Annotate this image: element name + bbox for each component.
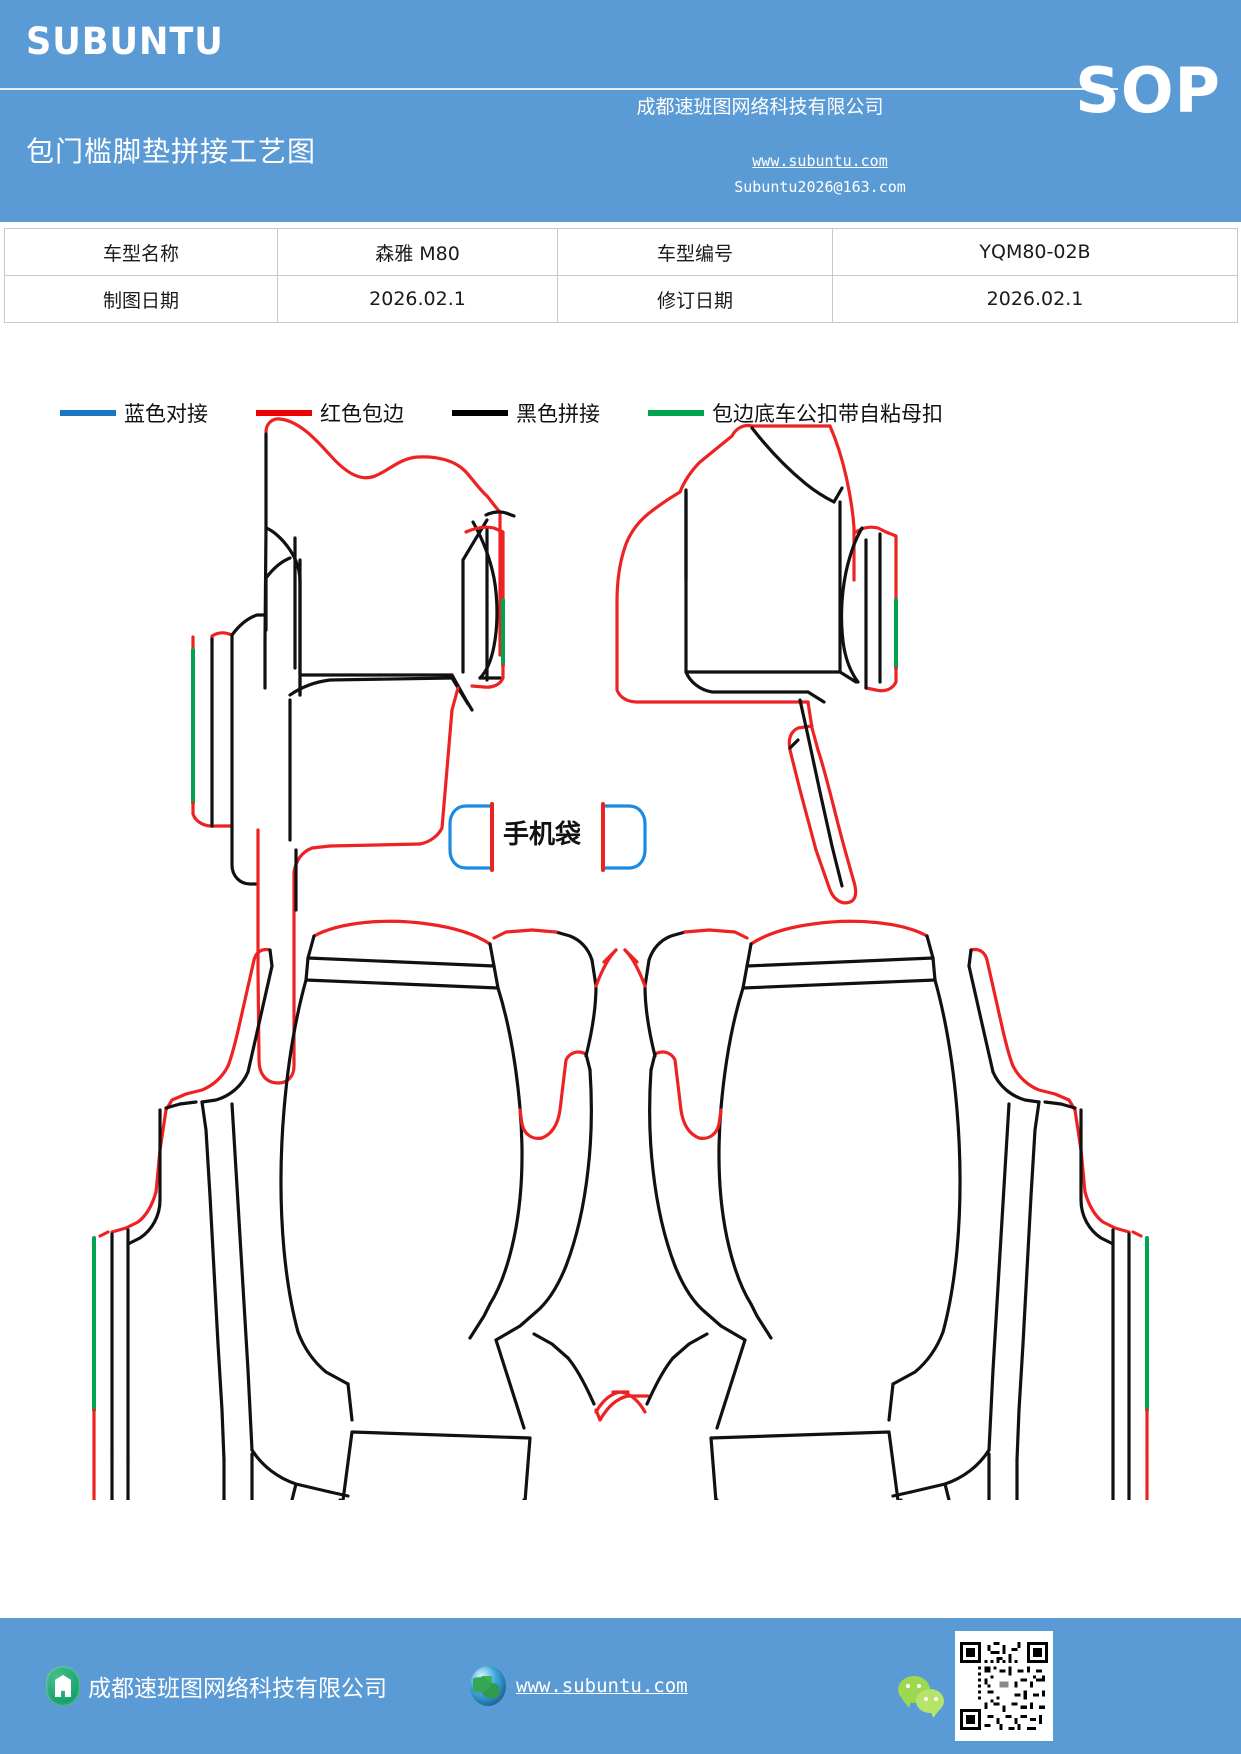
front-left-mat [191, 417, 516, 1085]
legend-label-black: 黑色拼接 [516, 402, 600, 426]
legend-swatch-blue-icon [60, 410, 116, 416]
header-website-link[interactable]: www.subuntu.com [752, 152, 888, 170]
header-divider [0, 88, 1118, 90]
legend-swatch-green-icon [648, 410, 704, 416]
cell-model-name-label: 车型名称 [4, 228, 278, 276]
sop-badge: SOP [1075, 54, 1221, 127]
qr-code [955, 1631, 1053, 1741]
brand-logo: SUBUNTU [26, 20, 224, 63]
wechat-icon [898, 1676, 950, 1718]
legend-label-blue: 蓝色对接 [124, 402, 208, 426]
footer-website[interactable]: www.subuntu.com [470, 1666, 688, 1706]
table-row: 车型名称 森雅 M80 车型编号 YQM80-02B [4, 228, 1238, 276]
vehicle-info-table: 车型名称 森雅 M80 车型编号 YQM80-02B 制图日期 2026.02.… [4, 228, 1238, 323]
legend-label-red: 红色包边 [320, 402, 404, 426]
page-title: 包门槛脚垫拼接工艺图 [26, 135, 317, 168]
legend-item-blue: 蓝色对接 [60, 398, 208, 428]
floor-mat-technical-drawing: 手机袋 [0, 410, 1241, 1500]
cell-revise-date-value: 2026.02.1 [832, 275, 1238, 323]
qr-code-image [960, 1642, 1048, 1730]
cell-draw-date-label: 制图日期 [4, 275, 278, 323]
building-icon [46, 1666, 80, 1706]
legend-label-green: 包边底车公扣带自粘母扣 [712, 402, 943, 426]
rear-left-mat [92, 919, 650, 1500]
document-header: SUBUNTU 成都速班图网络科技有限公司 包门槛脚垫拼接工艺图 SOP www… [0, 0, 1241, 222]
table-row: 制图日期 2026.02.1 修订日期 2026.02.1 [4, 275, 1238, 323]
legend-swatch-red-icon [256, 410, 312, 416]
legend-item-red: 红色包边 [256, 398, 404, 428]
rear-right-mat [623, 919, 1149, 1500]
legend-item-green: 包边底车公扣带自粘母扣 [648, 398, 943, 428]
rear-center-connector [594, 1390, 647, 1414]
globe-icon [470, 1666, 506, 1706]
cell-model-code-label: 车型编号 [557, 228, 833, 276]
header-email[interactable]: Subuntu2026@163.com [734, 178, 906, 196]
footer-website-link[interactable]: www.subuntu.com [516, 1675, 688, 1697]
header-company-name: 成都速班图网络科技有限公司 [636, 96, 884, 118]
legend-swatch-black-icon [452, 410, 508, 416]
cell-revise-date-label: 修订日期 [557, 275, 833, 323]
document-footer: 成都速班图网络科技有限公司 www.subuntu.com [0, 1618, 1241, 1754]
legend: 蓝色对接 红色包边 黑色拼接 包边底车公扣带自粘母扣 [60, 398, 1180, 428]
phone-pocket-label: 手机袋 [503, 820, 582, 850]
legend-item-black: 黑色拼接 [452, 398, 600, 428]
footer-company-name: 成都速班图网络科技有限公司 [88, 1676, 387, 1702]
front-right-mat [615, 423, 898, 905]
phone-pocket [448, 802, 647, 872]
cell-model-name-value: 森雅 M80 [277, 228, 558, 276]
footer-company: 成都速班图网络科技有限公司 [46, 1666, 387, 1706]
cell-model-code-value: YQM80-02B [832, 228, 1238, 276]
cell-draw-date-value: 2026.02.1 [277, 275, 558, 323]
